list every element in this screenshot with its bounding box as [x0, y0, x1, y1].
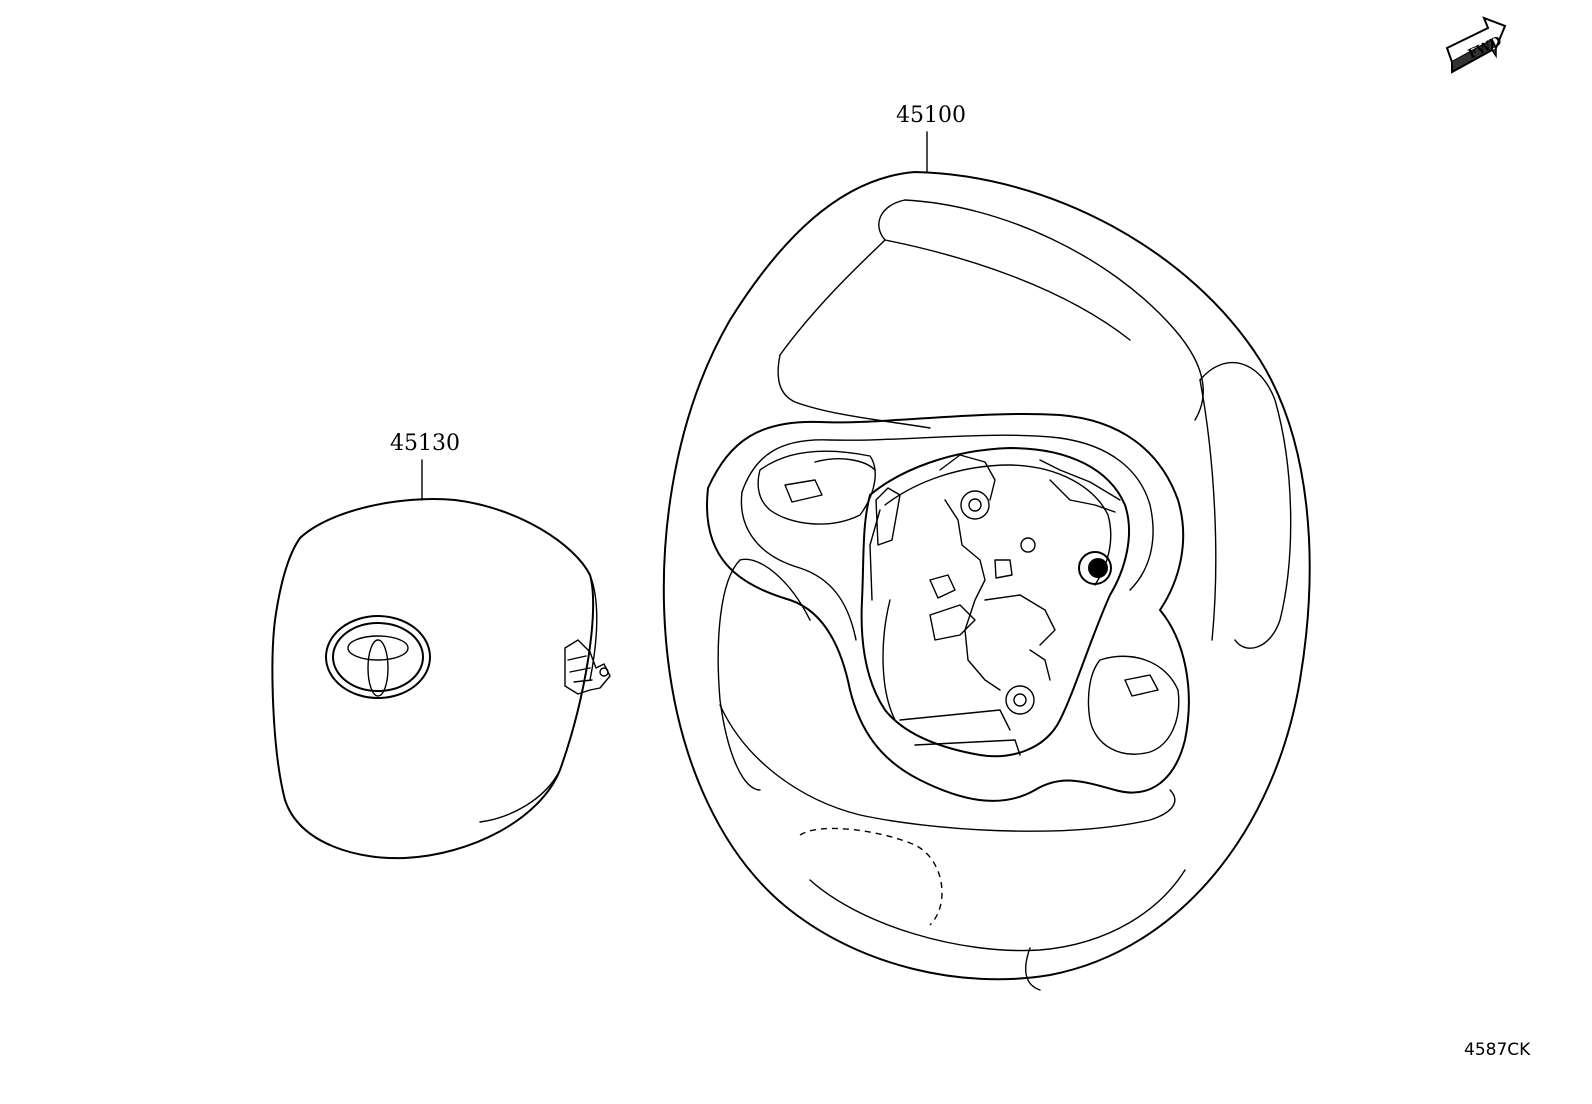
part-number-45100[interactable]: 45100	[896, 103, 966, 128]
toyota-logo-icon	[325, 615, 431, 699]
steering-wheel-illustration[interactable]	[662, 171, 1311, 991]
part-number-45130[interactable]: 45130	[390, 431, 460, 456]
diagram-code: 4587CK	[1464, 1040, 1531, 1060]
airbag-pad-illustration[interactable]	[271, 498, 611, 860]
fwd-arrow-icon: FWD	[1445, 16, 1507, 74]
